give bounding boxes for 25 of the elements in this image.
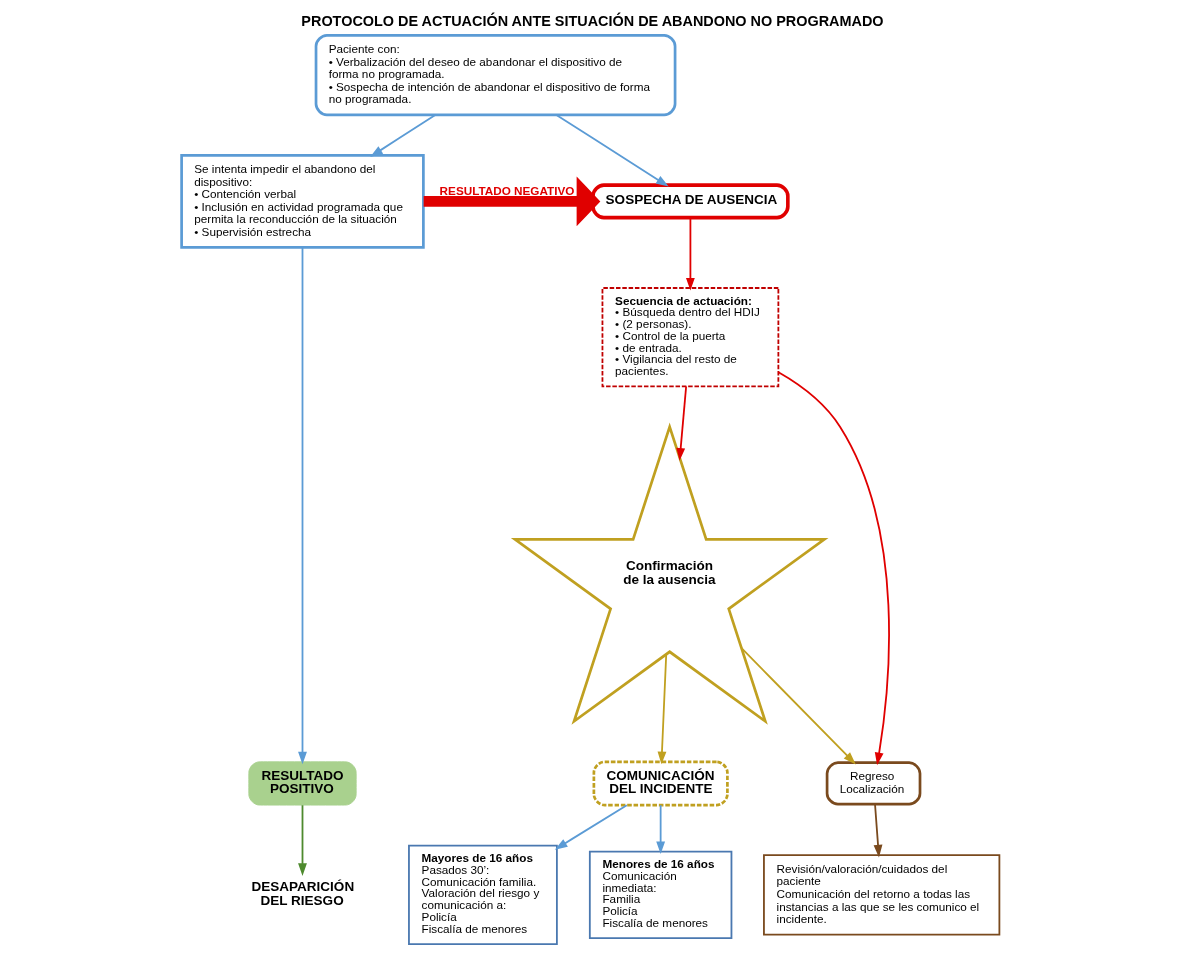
node-box: COMUNICACIÓN DEL INCIDENTE xyxy=(592,760,729,807)
node-text: DESAPARICIÓN DEL RIESGO xyxy=(251,879,355,908)
arrow xyxy=(873,803,883,858)
edge-label: RESULTADO NEGATIVO xyxy=(439,183,575,197)
arrow xyxy=(676,385,688,461)
node-box: Secuencia de actuación: • Búsqueda dentro del HDIJ • (2 personas). • Control de la puerta • de entrada. • Vigilancia del resto de pacientes. xyxy=(601,287,780,388)
arrow xyxy=(298,804,307,876)
arrow xyxy=(656,804,666,855)
diagram-title: PROTOCOLO DE ACTUACIÓN ANTE SITUACIÓN DE ABANDONO NO PROGRAMADO xyxy=(301,13,884,30)
node-box: Paciente con: • Verbalización del deseo de abandonar el dispositivo de forma no programada. • Sospecha de intención de abandonar el dispositivo de forma no programada. xyxy=(314,34,677,117)
node-box: Mayores de 16 años Pasados 30’: Comunicación familia. Valoración del riesgo y comunicación a: Policía Fiscalía de menores xyxy=(408,844,558,945)
node-box: RESULTADO POSITIVO xyxy=(248,761,357,806)
arrow xyxy=(298,246,307,765)
node-box: Se intenta impedir el abandono del dispositivo: • Contención verbal • Inclusión en actividad programada que permita la reconducción de la situación • Supervisión estrecha xyxy=(180,154,425,249)
arrow xyxy=(370,114,437,157)
arrow xyxy=(423,176,601,227)
node-box: SOSPECHA DE AUSENCIA xyxy=(591,183,790,220)
arrow xyxy=(554,804,628,850)
node-box: Menores de 16 años Comunicación inmediata: Familia Policía Fiscalía de menores xyxy=(588,850,733,940)
node-box: Regreso Localización xyxy=(825,761,922,806)
arrow xyxy=(686,216,695,291)
arrow xyxy=(555,114,669,187)
arrow xyxy=(777,371,890,766)
arrow xyxy=(740,647,856,765)
node-box: Revisión/valoración/cuidados del paciente Comunicación del retorno a todas las instancias a las que se les comunico el incidente. xyxy=(763,854,1001,936)
